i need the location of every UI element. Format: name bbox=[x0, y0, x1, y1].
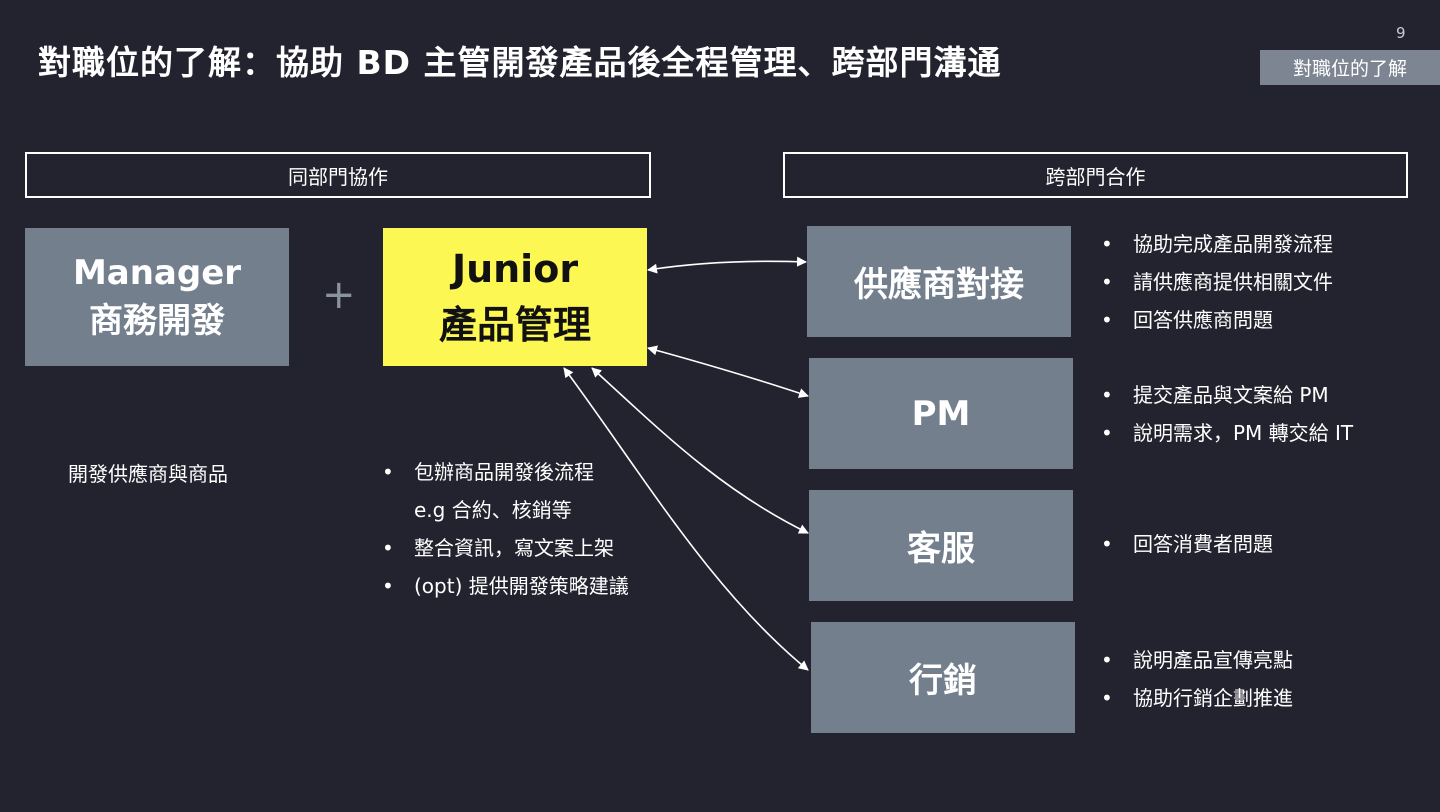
dept-label: PM bbox=[911, 393, 971, 434]
bullet-dot: • bbox=[382, 536, 394, 560]
dept-bullet-text: 請供應商提供相關文件 bbox=[1133, 270, 1333, 294]
dept-bullet: • 說明產品宣傳亮點 bbox=[1101, 641, 1293, 679]
junior-bullet: • 包辦商品開發後流程 e.g 合約、核銷等 bbox=[382, 453, 629, 529]
bullet-dot: • bbox=[1101, 232, 1113, 256]
supplier-bullet-list: • 協助完成產品開發流程 • 請供應商提供相關文件 • 回答供應商問題 bbox=[1101, 225, 1333, 339]
bullet-dot: • bbox=[382, 574, 394, 598]
dept-bullet: • 回答消費者問題 bbox=[1101, 525, 1273, 563]
same-department-header: 同部門協作 bbox=[25, 152, 651, 198]
dept-bullet-text: 提交產品與文案給 PM bbox=[1133, 383, 1329, 407]
junior-subtitle: 產品管理 bbox=[438, 303, 591, 347]
dept-bullet-text: 說明產品宣傳亮點 bbox=[1133, 648, 1293, 672]
bullet-dot: • bbox=[1101, 648, 1113, 672]
junior-title: Junior bbox=[451, 247, 579, 291]
dept-box-pm: PM bbox=[809, 358, 1073, 469]
bullet-dot: • bbox=[1101, 383, 1113, 407]
dept-bullet: • 協助行銷企劃推進 bbox=[1101, 679, 1293, 717]
dept-box-marketing: 行銷 bbox=[811, 622, 1075, 733]
dept-bullet: • 請供應商提供相關文件 bbox=[1101, 263, 1333, 301]
bullet-dot: • bbox=[382, 460, 394, 484]
bullet-dot: • bbox=[1101, 532, 1113, 556]
bullet-dot: • bbox=[1101, 270, 1113, 294]
dept-box-supplier: 供應商對接 bbox=[807, 226, 1071, 337]
arrow-junior-supplier bbox=[647, 256, 807, 274]
dept-bullet-text: 說明需求，PM 轉交給 IT bbox=[1133, 421, 1354, 445]
customer-service-bullet-list: • 回答消費者問題 bbox=[1101, 525, 1273, 563]
cross-department-header: 跨部門合作 bbox=[783, 152, 1408, 198]
bullet-dot: • bbox=[1101, 421, 1113, 445]
manager-box: Manager 商務開發 bbox=[25, 228, 289, 366]
bullet-dot: • bbox=[1101, 308, 1113, 332]
marketing-bullet-list: • 說明產品宣傳亮點 • 協助行銷企劃推進 bbox=[1101, 641, 1293, 717]
dept-label: 供應商對接 bbox=[854, 265, 1024, 305]
bullet-dot: • bbox=[1101, 686, 1113, 710]
dept-bullet-text: 協助行銷企劃推進 bbox=[1133, 686, 1293, 710]
dept-bullet: • 協助完成產品開發流程 bbox=[1101, 225, 1333, 263]
dept-bullet-text: 協助完成產品開發流程 bbox=[1133, 232, 1333, 256]
page-title: 對職位的了解：協助 BD 主管開發產品後全程管理、跨部門溝通 bbox=[38, 43, 1002, 82]
dept-bullet-text: 回答供應商問題 bbox=[1133, 308, 1273, 332]
junior-box: Junior 產品管理 bbox=[383, 228, 647, 366]
arrow-junior-customer-service bbox=[591, 367, 809, 534]
dept-bullet: • 說明需求，PM 轉交給 IT bbox=[1101, 414, 1353, 452]
pm-bullet-list: • 提交產品與文案給 PM • 說明需求，PM 轉交給 IT bbox=[1101, 376, 1353, 452]
plus-sign: + bbox=[322, 272, 356, 318]
arrow-junior-pm bbox=[647, 345, 809, 398]
arrow-junior-marketing bbox=[563, 367, 809, 671]
junior-bullet-continuation: e.g 合約、核銷等 bbox=[414, 498, 572, 522]
dept-bullet: • 提交產品與文案給 PM bbox=[1101, 376, 1353, 414]
manager-subtitle: 商務開發 bbox=[89, 301, 225, 341]
manager-description: 開發供應商與商品 bbox=[68, 462, 228, 486]
section-tag: 對職位的了解 bbox=[1260, 50, 1440, 85]
dept-box-customer-service: 客服 bbox=[809, 490, 1073, 601]
dept-label: 行銷 bbox=[909, 661, 977, 701]
manager-title: Manager bbox=[72, 253, 242, 293]
dept-bullet: • 回答供應商問題 bbox=[1101, 301, 1333, 339]
dept-bullet-text: 回答消費者問題 bbox=[1133, 532, 1273, 556]
page-number: 9 bbox=[1396, 24, 1406, 42]
dept-label: 客服 bbox=[907, 529, 975, 569]
